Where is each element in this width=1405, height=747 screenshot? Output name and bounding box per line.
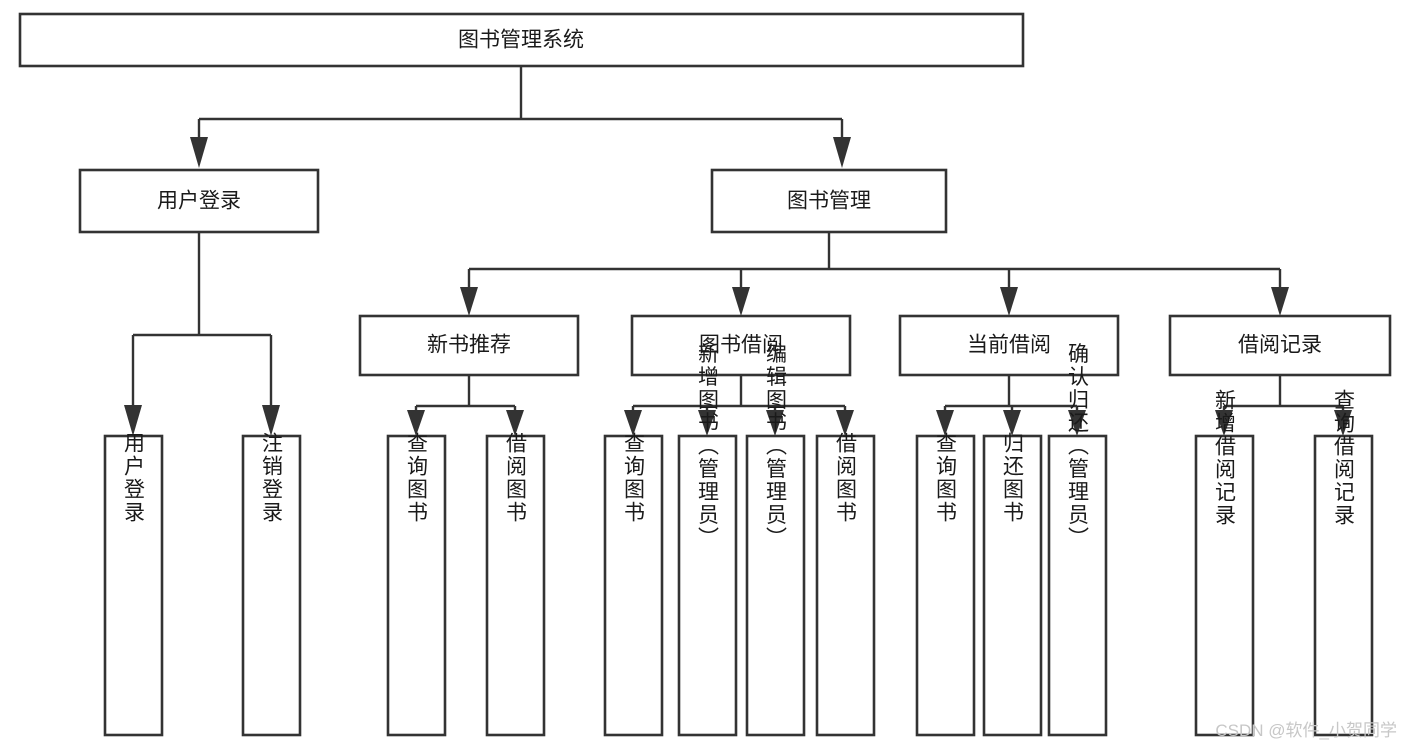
arrow-head-icon [1215, 410, 1233, 436]
leaf-borrow-book-2[interactable]: 借阅图书 [815, 432, 876, 737]
leaf-query-book-2[interactable]: 查询图书 [603, 432, 664, 737]
connector-current-borrow-to-leaves [936, 375, 1086, 436]
leaf-edit-book-label: 编辑图书（管理员） [764, 343, 788, 550]
leaf-query-record[interactable]: 查询借阅记录 [1313, 389, 1374, 737]
leaf-query-book-2-label: 查询图书 [622, 432, 646, 524]
arrow-head-icon [732, 287, 750, 316]
leaf-add-record-label: 新增借阅记录 [1213, 389, 1237, 527]
leaf-borrow-book-1[interactable]: 借阅图书 [485, 432, 546, 737]
leaf-edit-book-box[interactable] [745, 434, 806, 737]
node-new-book-recommend-box[interactable] [358, 314, 580, 377]
node-user-login[interactable]: 用户登录 [78, 168, 320, 234]
arrow-head-icon [190, 137, 208, 168]
leaf-query-book-3[interactable]: 查询图书 [915, 432, 976, 737]
node-current-borrow-box[interactable] [898, 314, 1120, 377]
leaf-add-book-box[interactable] [677, 434, 738, 737]
arrow-head-icon [698, 410, 716, 436]
connector-user-login-to-leaves [124, 232, 280, 436]
leaf-query-record-box[interactable] [1313, 434, 1374, 737]
node-current-borrow-label: 当前借阅 [967, 334, 1051, 357]
node-book-borrow-label: 图书借阅 [699, 334, 783, 357]
leaf-logout-box[interactable] [241, 434, 302, 737]
leaf-borrow-book-1-label: 借阅图书 [504, 432, 528, 524]
connector-new-book-recommend-to-leaves [407, 375, 524, 436]
connector-borrow-record-to-leaves [1215, 375, 1352, 436]
connector-book-borrow-to-leaves [624, 375, 854, 436]
node-current-borrow[interactable]: 当前借阅 [898, 314, 1120, 377]
node-root-box[interactable] [18, 12, 1025, 68]
leaf-query-book-1-box[interactable] [386, 434, 447, 737]
leaf-borrow-book-2-box[interactable] [815, 434, 876, 737]
arrow-head-icon [836, 410, 854, 436]
node-user-login-box[interactable] [78, 168, 320, 234]
node-borrow-record[interactable]: 借阅记录 [1168, 314, 1392, 377]
leaf-borrow-book-2-label: 借阅图书 [834, 432, 858, 524]
arrow-head-icon [460, 287, 478, 316]
leaf-return-book[interactable]: 归还图书 [982, 432, 1043, 737]
node-root[interactable]: 图书管理系统 [18, 12, 1025, 68]
leaf-query-book-2-box[interactable] [603, 434, 664, 737]
leaf-query-book-3-label: 查询图书 [934, 432, 958, 524]
connector-book-manage-to-level2 [460, 232, 1289, 316]
leaf-confirm-return-label: 确认归还（管理员） [1066, 343, 1090, 550]
arrow-head-icon [1334, 410, 1352, 436]
arrow-head-icon [936, 410, 954, 436]
arrow-head-icon [766, 410, 784, 436]
leaf-user-login[interactable]: 用户登录 [103, 432, 164, 737]
leaf-return-book-box[interactable] [982, 434, 1043, 737]
leaf-borrow-book-1-box[interactable] [485, 434, 546, 737]
node-book-borrow-box[interactable] [630, 314, 852, 377]
leaf-user-login-box[interactable] [103, 434, 164, 737]
leaf-query-book-3-box[interactable] [915, 434, 976, 737]
leaf-query-record-label: 查询借阅记录 [1332, 389, 1356, 527]
leaf-add-record[interactable]: 新增借阅记录 [1194, 389, 1255, 737]
arrow-head-icon [407, 410, 425, 436]
node-book-borrow[interactable]: 图书借阅 [630, 314, 852, 377]
leaf-add-book-label: 新增图书（管理员） [696, 343, 720, 550]
arrow-head-icon [124, 405, 142, 436]
arrow-head-icon [1000, 287, 1018, 316]
arrow-head-icon [1271, 287, 1289, 316]
node-new-book-recommend-label: 新书推荐 [427, 334, 511, 357]
arrow-head-icon [1003, 410, 1021, 436]
arrow-head-icon [1068, 410, 1086, 436]
node-user-login-label: 用户登录 [157, 190, 241, 213]
node-borrow-record-label: 借阅记录 [1238, 334, 1322, 357]
node-borrow-record-box[interactable] [1168, 314, 1392, 377]
node-new-book-recommend[interactable]: 新书推荐 [358, 314, 580, 377]
leaf-query-book-1[interactable]: 查询图书 [386, 432, 447, 737]
leaf-return-book-label: 归还图书 [1001, 432, 1025, 524]
leaf-add-book[interactable]: 新增图书（管理员） [677, 343, 738, 737]
arrow-head-icon [506, 410, 524, 436]
arrow-head-icon [262, 405, 280, 436]
leaf-add-record-box[interactable] [1194, 434, 1255, 737]
leaf-query-book-1-label: 查询图书 [405, 432, 429, 524]
leaf-logout[interactable]: 注销登录 [241, 432, 302, 737]
node-root-label: 图书管理系统 [458, 29, 584, 52]
connector-root-to-level1 [190, 66, 851, 168]
node-book-manage-label: 图书管理 [787, 190, 871, 213]
leaf-confirm-return[interactable]: 确认归还（管理员） [1047, 343, 1108, 737]
leaf-logout-label: 注销登录 [260, 432, 284, 524]
leaf-edit-book[interactable]: 编辑图书（管理员） [745, 343, 806, 737]
leaf-confirm-return-box[interactable] [1047, 434, 1108, 737]
arrow-head-icon [833, 137, 851, 168]
leaf-user-login-label: 用户登录 [122, 432, 146, 524]
node-book-manage[interactable]: 图书管理 [710, 168, 948, 234]
arrow-head-icon [624, 410, 642, 436]
